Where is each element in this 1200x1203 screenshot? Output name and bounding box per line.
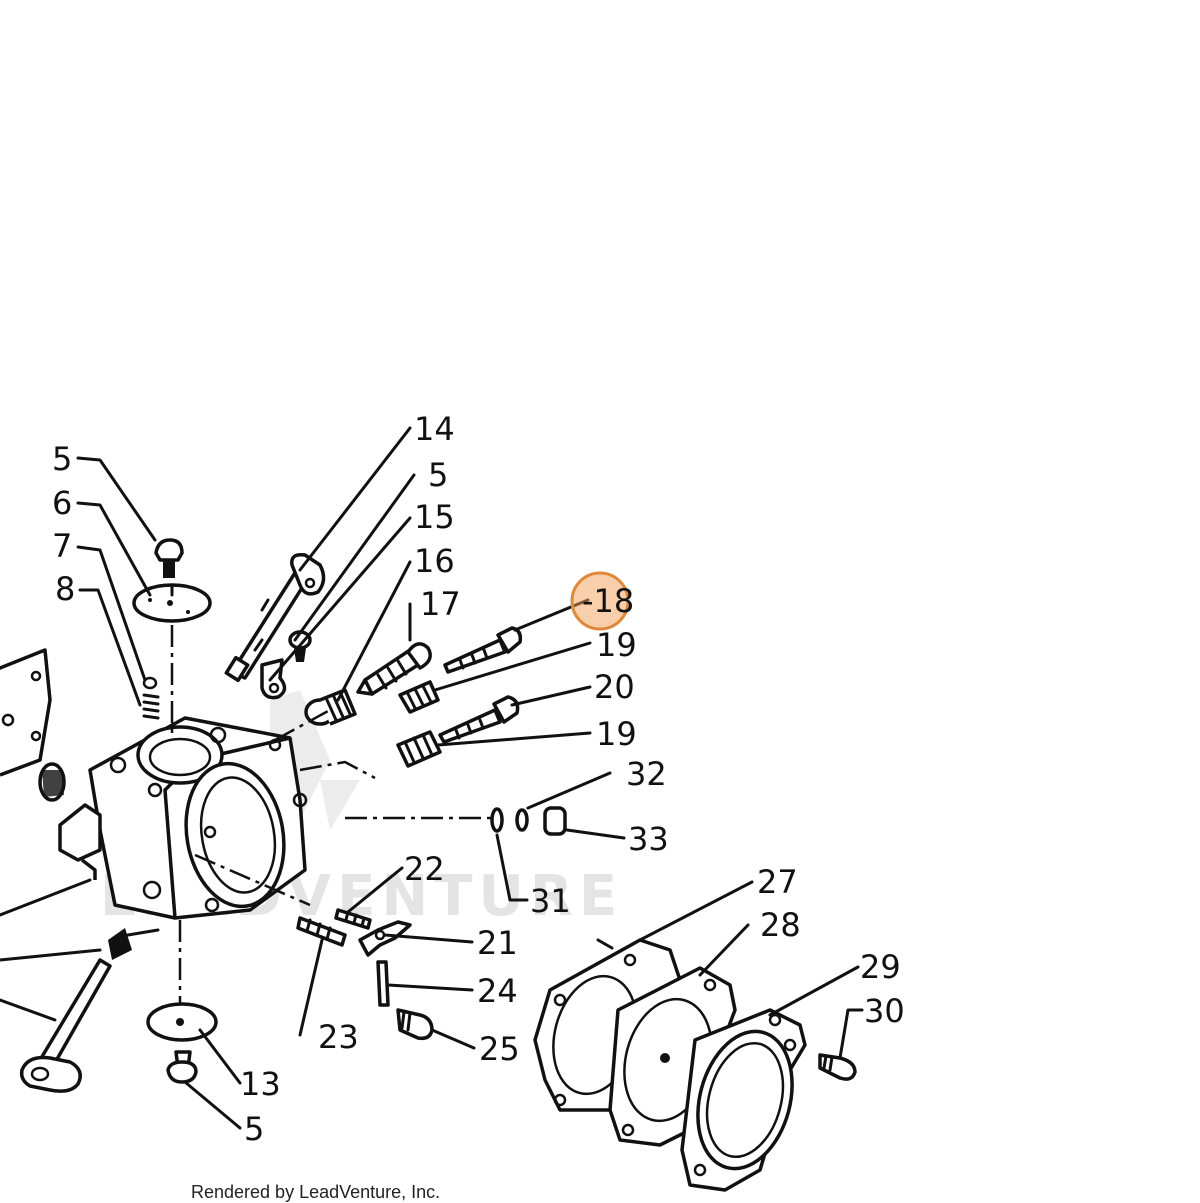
plug-33 xyxy=(543,806,567,836)
callout-25[interactable]: 25 xyxy=(479,1030,520,1068)
spring-19a xyxy=(398,680,440,714)
callout-20[interactable]: 20 xyxy=(594,668,635,706)
callout-31[interactable]: 31 xyxy=(530,882,571,920)
throttle-shaft-upper xyxy=(224,552,326,683)
callout-15[interactable]: 15 xyxy=(414,498,455,536)
callout-21[interactable]: 21 xyxy=(477,924,518,962)
callout-23[interactable]: 23 xyxy=(318,1018,359,1056)
callout-labels: 5 6 7 8 14 5 15 16 17 -18 19 20 19 32 33… xyxy=(52,410,905,1148)
throttle-shaft-lower xyxy=(0,878,160,1093)
left-gasket xyxy=(0,648,52,777)
callout-19-upper[interactable]: 19 xyxy=(596,626,637,664)
callout-14[interactable]: 14 xyxy=(414,410,455,448)
callout-19-lower[interactable]: 19 xyxy=(596,715,637,753)
callout-18[interactable]: -18 xyxy=(582,582,634,620)
footer-credit: Rendered by LeadVenture, Inc. xyxy=(191,1182,441,1202)
callout-5-upper[interactable]: 5 xyxy=(428,456,448,494)
diaphragm-13 xyxy=(146,1002,218,1042)
callout-27[interactable]: 27 xyxy=(757,863,798,901)
callout-5-bottom[interactable]: 5 xyxy=(244,1110,264,1148)
spring-19b xyxy=(396,730,442,768)
spring-16 xyxy=(304,688,357,726)
washer-32 xyxy=(515,808,529,832)
cover-29 xyxy=(680,1008,807,1192)
oring-31 xyxy=(490,807,504,833)
pin-24 xyxy=(376,960,390,1007)
callout-24[interactable]: 24 xyxy=(477,972,518,1010)
callout-30[interactable]: 30 xyxy=(864,992,905,1030)
callout-18-highlight[interactable] xyxy=(570,571,630,631)
top-screw-5 xyxy=(154,538,184,578)
callout-5-top[interactable]: 5 xyxy=(52,440,72,478)
callout-32[interactable]: 32 xyxy=(626,755,667,793)
diaphragm-6 xyxy=(132,583,212,623)
callout-22[interactable]: 22 xyxy=(404,850,445,888)
screw-25 xyxy=(396,1008,434,1041)
needle-20 xyxy=(438,695,520,744)
callout-29[interactable]: 29 xyxy=(860,948,901,986)
callout-16[interactable]: 16 xyxy=(414,542,455,580)
spring-23 xyxy=(296,916,347,947)
leader-lines xyxy=(76,426,864,1130)
needle-18 xyxy=(443,626,523,674)
callout-33[interactable]: 33 xyxy=(628,820,669,858)
callout-17[interactable]: 17 xyxy=(420,585,461,623)
gear-part xyxy=(38,762,66,802)
callout-28[interactable]: 28 xyxy=(760,906,801,944)
callout-7[interactable]: 7 xyxy=(52,527,72,565)
bottom-screw-5 xyxy=(166,1050,198,1084)
spring-8 xyxy=(142,676,160,720)
callout-13[interactable]: 13 xyxy=(240,1065,281,1103)
screw-30 xyxy=(818,1053,857,1081)
needle-screw-17 xyxy=(356,642,432,696)
callout-6[interactable]: 6 xyxy=(52,484,72,522)
callout-8[interactable]: 8 xyxy=(55,570,75,608)
